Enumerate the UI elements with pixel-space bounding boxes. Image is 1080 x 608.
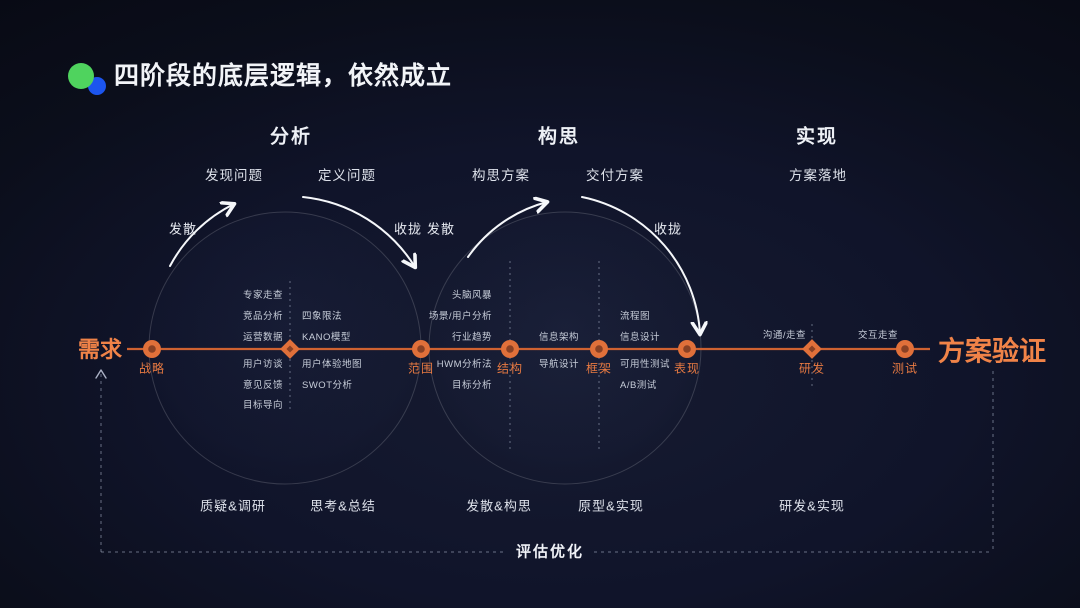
page-title: 四阶段的底层逻辑，依然成立 — [114, 62, 453, 90]
method-item: 用户体验地图 — [302, 359, 363, 370]
flow-label-converge-1: 收拢 — [393, 221, 423, 237]
activity-question-research: 质疑&调研 — [200, 498, 266, 514]
node-label-framework: 框架 — [585, 361, 613, 376]
method-item: 交互走查 — [858, 330, 899, 341]
method-item: 运营数据 — [242, 332, 283, 343]
method-item: KANO模型 — [302, 332, 351, 343]
stage-header-implementation: 实现 — [795, 126, 839, 148]
method-item: 场景/用户分析 — [428, 311, 492, 322]
method-item: 四象限法 — [302, 311, 343, 322]
goal-define-problem: 定义问题 — [318, 168, 376, 183]
node-label-presentation: 表现 — [673, 361, 701, 376]
flow-label-diverge-2: 发散 — [426, 221, 456, 237]
method-item: 导航设计 — [539, 359, 580, 370]
method-item: 信息设计 — [620, 332, 661, 343]
feedback-up-arrow — [95, 369, 107, 379]
activity-develop-implement: 研发&实现 — [779, 498, 845, 514]
timeline-node-test — [896, 340, 914, 358]
activity-prototype-implement: 原型&实现 — [578, 498, 644, 514]
timeline-node-develop — [802, 339, 822, 359]
timeline-node-structure — [501, 340, 519, 358]
node-label-develop: 研发 — [798, 361, 826, 376]
timeline-node-strategy — [143, 340, 161, 358]
method-item: 专家走查 — [242, 290, 283, 301]
timeline-node-mid-marker — [280, 339, 300, 359]
method-item: 用户访谈 — [242, 359, 283, 370]
timeline-node-framework — [590, 340, 608, 358]
method-item: SWOT分析 — [302, 380, 353, 391]
method-item: 信息架构 — [539, 332, 580, 343]
method-item: 意见反馈 — [242, 380, 283, 391]
timeline-node-scope — [412, 340, 430, 358]
title-green-dot-icon — [68, 63, 94, 89]
method-item: 行业趋势 — [451, 332, 492, 343]
method-item: 头脑风暴 — [451, 290, 492, 301]
timeline-node-presentation — [678, 340, 696, 358]
method-item: 目标导向 — [242, 400, 283, 411]
diverge-arrow-2 — [467, 202, 547, 258]
feedback-loop-label: 评估优化 — [515, 543, 585, 561]
method-item: A/B测试 — [620, 380, 657, 391]
converge-arrow-2 — [581, 196, 700, 334]
activity-diverge-ideate: 发散&构思 — [466, 498, 532, 514]
timeline-end-label: 方案验证 — [938, 336, 1046, 367]
timeline-start-label: 需求 — [77, 337, 122, 362]
method-item: 目标分析 — [451, 380, 492, 391]
converge-arrow-1 — [302, 196, 415, 267]
method-item: 竞品分析 — [242, 311, 283, 322]
node-label-scope: 范围 — [407, 361, 435, 376]
stage-header-analysis: 分析 — [269, 126, 313, 148]
method-item: HWM分析法 — [436, 359, 492, 370]
goal-solution-landing: 方案落地 — [789, 168, 847, 183]
goal-discover-problem: 发现问题 — [205, 168, 263, 183]
node-label-structure: 结构 — [496, 361, 524, 376]
node-label-test: 测试 — [891, 361, 919, 376]
method-item: 流程图 — [620, 311, 651, 322]
goal-ideate-solution: 构思方案 — [472, 168, 530, 183]
flow-label-converge-2: 收拢 — [653, 221, 683, 237]
method-item: 沟通/走查 — [762, 330, 806, 341]
goal-deliver-solution: 交付方案 — [586, 168, 644, 183]
diverge-arrow-1 — [169, 204, 234, 267]
flow-label-diverge-1: 发散 — [168, 221, 198, 237]
node-label-strategy: 战略 — [138, 361, 166, 376]
method-item: 可用性测试 — [620, 359, 671, 370]
stage-header-ideation: 构思 — [537, 126, 581, 148]
activity-think-summarize: 思考&总结 — [310, 498, 376, 514]
